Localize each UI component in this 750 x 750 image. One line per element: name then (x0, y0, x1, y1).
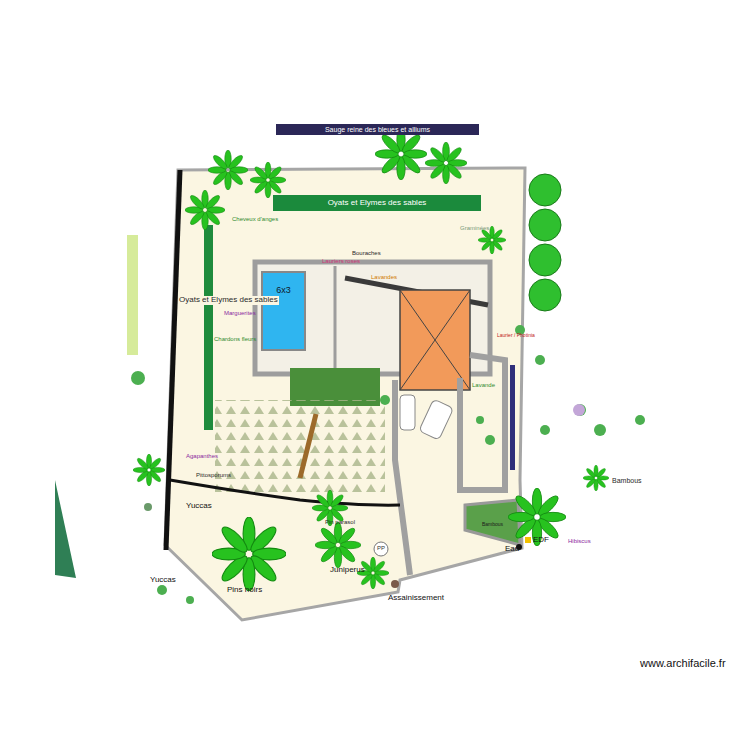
node-text: Oyats et Elymes des sables (328, 199, 427, 208)
plant-label: Juniperus (330, 566, 365, 575)
plant-label: Lavande (472, 382, 495, 389)
pool-box: 6x3 (262, 272, 305, 350)
plant-label: Cheveux d'anges (232, 216, 278, 223)
plant-band: Sauge reine des bleues et alliums (276, 124, 479, 135)
plant-label: Assainissement (388, 594, 444, 603)
plant-label: Lauriers roses (322, 258, 360, 265)
plant-label: Bambous (612, 477, 642, 485)
plant-label: Yuccas (186, 502, 212, 511)
plant-band: Oyats et Elymes des sables (273, 195, 481, 211)
node-text: 6x3 (276, 286, 291, 296)
plant-label: Graminées (460, 225, 489, 232)
plant-label: Pins noirs (227, 586, 262, 595)
plant-label: Hibiscus (568, 538, 591, 545)
plant-label: Laurier / Photinia (497, 333, 535, 339)
plant-label: Yuccas (150, 576, 176, 585)
plant-label: Marguerites (224, 310, 256, 317)
plant-label: Agapanthes (186, 453, 218, 460)
node-text: Sauge reine des bleues et alliums (325, 126, 430, 134)
plant-label: Pin parasol (325, 519, 355, 526)
plant-label: Eau (505, 545, 519, 554)
plant-label: www.archifacile.fr (640, 657, 726, 669)
plant-label: Chardons fleurs (214, 336, 256, 343)
plant-label: Bouraches (352, 250, 381, 257)
plant-label: EDF (533, 536, 549, 545)
plant-label: Pittosporums (196, 472, 231, 479)
plant-label: Lavandes (371, 274, 397, 281)
plant-label: Bambous (482, 522, 503, 528)
plant-label: PP (377, 545, 385, 552)
plant-label: Oyats et Elymes des sables (178, 296, 279, 305)
